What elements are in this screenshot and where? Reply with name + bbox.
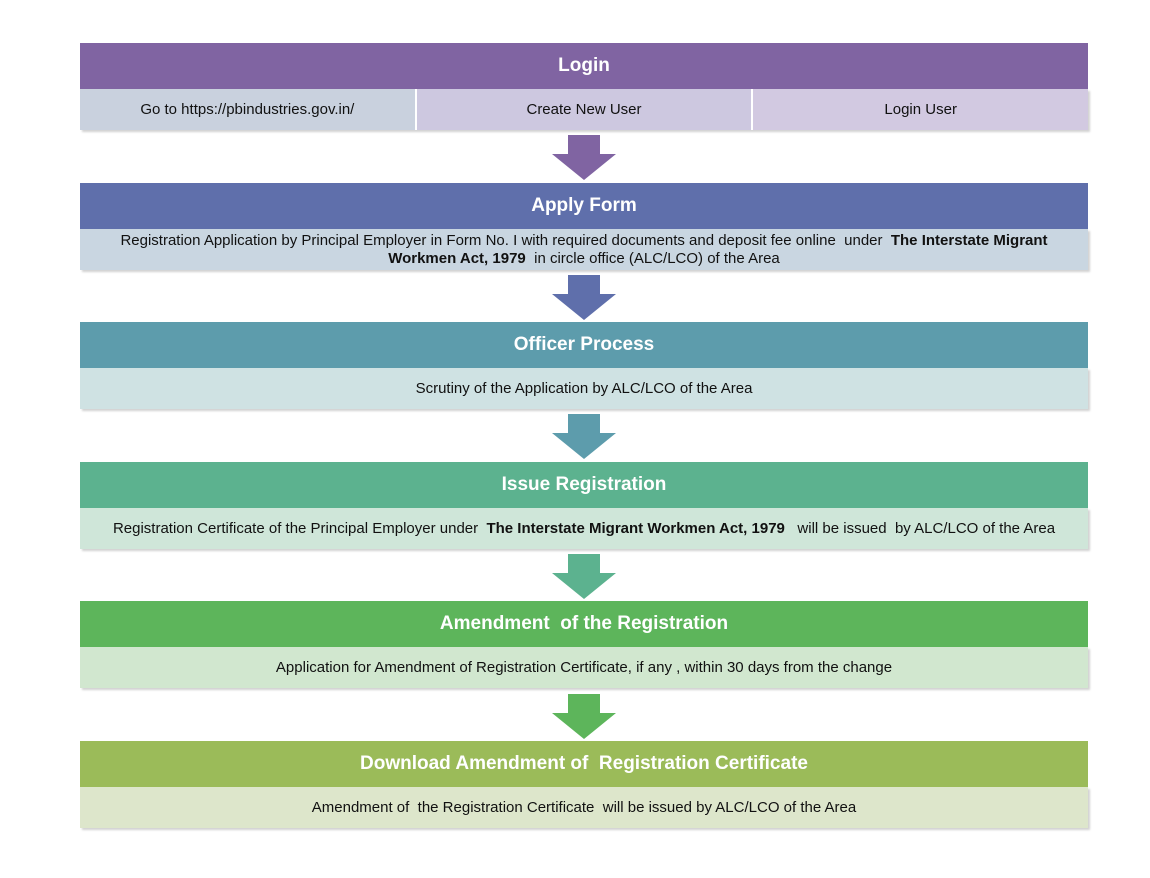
down-arrow-icon xyxy=(552,694,616,739)
login-stage: Login Go to https://pbindustries.gov.in/… xyxy=(80,43,1089,130)
issue-registration-stage: Issue Registration Registration Certific… xyxy=(80,462,1088,549)
login-step-create-user: Create New User xyxy=(414,89,752,130)
officer-process-header: Officer Process xyxy=(80,322,1088,368)
issue-registration-description: Registration Certificate of the Principa… xyxy=(80,508,1088,549)
download-stage: Download Amendment of Registration Certi… xyxy=(80,741,1088,828)
amendment-header: Amendment of the Registration xyxy=(80,601,1088,647)
officer-process-stage: Officer Process Scrutiny of the Applicat… xyxy=(80,322,1088,409)
amendment-stage: Amendment of the Registration Applicatio… xyxy=(80,601,1088,688)
amendment-description: Application for Amendment of Registratio… xyxy=(80,647,1088,688)
download-text: Amendment of the Registration Certificat… xyxy=(311,798,857,816)
apply-desc-act-name-1: The Interstate Migrant xyxy=(890,231,1048,249)
login-step-create-user-label: Create New User xyxy=(526,101,642,118)
down-arrow-icon xyxy=(552,554,616,599)
apply-desc-text-2: in circle office (ALC/LCO) of the Area xyxy=(529,249,780,267)
issue-desc-act-name: The Interstate Migrant Workmen Act, 1979 xyxy=(486,519,785,537)
issue-desc-text-2: will be issued by ALC/LCO of the Area xyxy=(789,519,1056,537)
amendment-text: Application for Amendment of Registratio… xyxy=(275,658,893,676)
amendment-title: Amendment of the Registration xyxy=(439,613,729,634)
apply-form-stage: Apply Form Registration Application by P… xyxy=(80,183,1088,270)
login-steps-row: Go to https://pbindustries.gov.in/ Creat… xyxy=(80,89,1089,130)
login-step-login-user-label: Login User xyxy=(884,101,957,118)
login-step-login-user: Login User xyxy=(751,89,1089,130)
apply-desc-text-1: Registration Application by Principal Em… xyxy=(120,231,887,249)
login-header: Login xyxy=(80,43,1088,89)
apply-form-description: Registration Application by Principal Em… xyxy=(80,229,1088,270)
login-step-website-label: Go to https://pbindustries.gov.in/ xyxy=(140,101,355,118)
officer-process-text: Scrutiny of the Application by ALC/LCO o… xyxy=(415,379,753,397)
down-arrow-icon xyxy=(552,275,616,320)
download-header: Download Amendment of Registration Certi… xyxy=(80,741,1088,787)
apply-form-header: Apply Form xyxy=(80,183,1088,229)
down-arrow-icon xyxy=(552,135,616,180)
issue-desc-text-1: Registration Certificate of the Principa… xyxy=(112,519,483,537)
officer-process-title: Officer Process xyxy=(513,334,655,355)
download-description: Amendment of the Registration Certificat… xyxy=(80,787,1088,828)
issue-registration-header: Issue Registration xyxy=(80,462,1088,508)
apply-desc-act-name-2: Workmen Act, 1979 xyxy=(388,249,526,267)
login-step-website: Go to https://pbindustries.gov.in/ xyxy=(80,89,415,130)
login-title: Login xyxy=(558,55,610,76)
issue-registration-title: Issue Registration xyxy=(501,474,667,495)
apply-form-title: Apply Form xyxy=(531,195,637,216)
download-title: Download Amendment of Registration Certi… xyxy=(360,753,808,774)
down-arrow-icon xyxy=(552,414,616,459)
officer-process-description: Scrutiny of the Application by ALC/LCO o… xyxy=(80,368,1088,409)
